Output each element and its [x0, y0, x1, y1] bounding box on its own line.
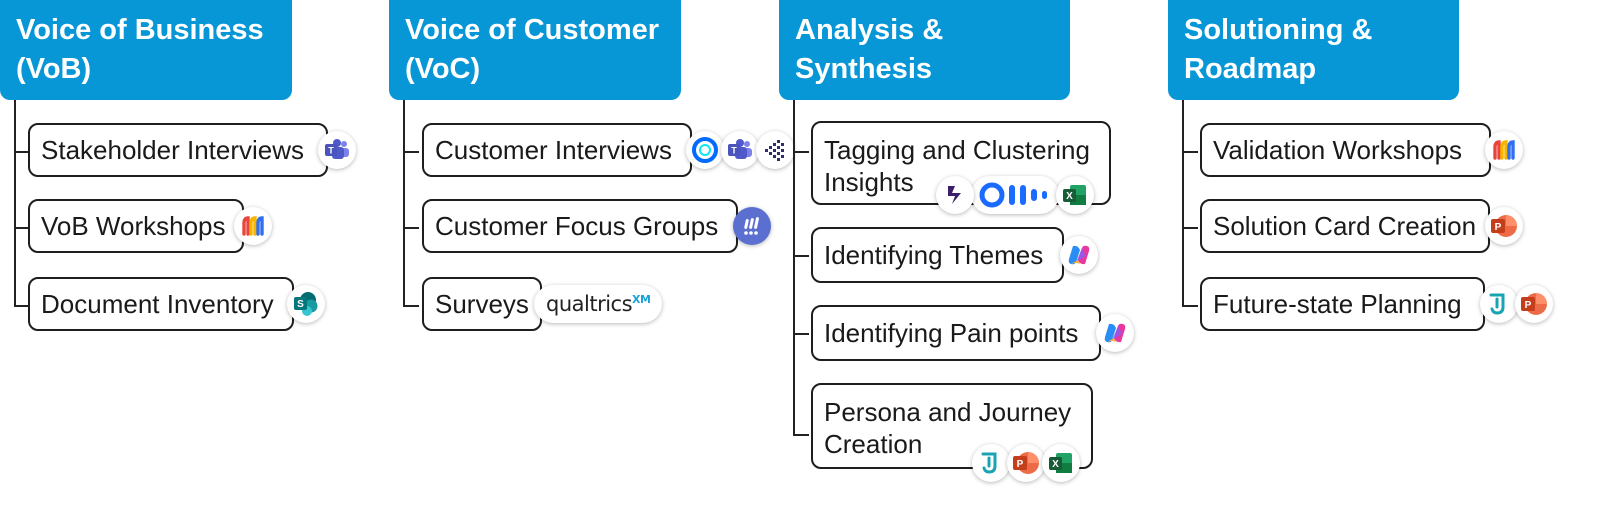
calendly-icon [686, 131, 724, 169]
copilot-icon [1096, 314, 1134, 352]
excel-icon: X [1042, 444, 1080, 482]
jira-product-discovery-icon [1480, 285, 1518, 323]
kraftful-icon [936, 176, 974, 214]
item-solution-card-creation[interactable]: Solution Card Creation [1200, 199, 1490, 253]
powerpoint-icon: P [1485, 207, 1523, 245]
focus-groups-icon [733, 207, 771, 245]
svg-text:T: T [328, 146, 334, 156]
svg-text:P: P [1525, 300, 1532, 311]
teams-icon: T [721, 131, 759, 169]
column-header-analysis: Analysis & Synthesis [779, 0, 1070, 100]
jira-product-discovery-icon [972, 444, 1010, 482]
column-header-solutioning: Solutioning & Roadmap [1168, 0, 1459, 100]
item-customer-focus-groups[interactable]: Customer Focus Groups [422, 199, 738, 253]
item-persona-journey[interactable]: Persona and Journey Creation [811, 383, 1093, 469]
item-validation-workshops[interactable]: Validation Workshops [1200, 123, 1491, 177]
copilot-icon [1060, 236, 1098, 274]
item-vob-workshops[interactable]: VoB Workshops [28, 199, 244, 253]
miro-icon [1485, 131, 1523, 169]
item-surveys[interactable]: Surveys [422, 277, 542, 331]
item-identifying-themes[interactable]: Identifying Themes [811, 227, 1064, 283]
item-customer-interviews[interactable]: Customer Interviews [422, 123, 692, 177]
connector-line [14, 100, 16, 306]
sharepoint-icon: S [287, 285, 325, 323]
item-future-state-planning[interactable]: Future-state Planning [1200, 277, 1485, 331]
svg-text:X: X [1052, 459, 1059, 470]
item-identifying-pain-points[interactable]: Identifying Pain points [811, 305, 1101, 361]
icon-group: T [318, 131, 356, 169]
powerpoint-icon: P [1007, 444, 1045, 482]
excel-icon: X [1056, 176, 1094, 214]
powerpoint-icon: P [1515, 285, 1553, 323]
svg-text:X: X [1066, 191, 1073, 202]
otter-icon [971, 176, 1059, 214]
item-document-inventory[interactable]: Document Inventory [28, 277, 294, 331]
teams-icon: T [318, 131, 356, 169]
column-header-voc: Voice of Customer (VoC) [389, 0, 681, 100]
dovetail-icon [756, 131, 794, 169]
item-stakeholder-interviews[interactable]: Stakeholder Interviews [28, 123, 328, 177]
miro-icon [234, 207, 272, 245]
svg-text:T: T [731, 146, 737, 156]
column-header-vob: Voice of Business (VoB) [0, 0, 292, 100]
qualtrics-logo: qualtricsXM [534, 285, 663, 323]
svg-text:P: P [1495, 222, 1502, 233]
svg-text:P: P [1017, 459, 1024, 470]
svg-text:S: S [297, 299, 304, 310]
